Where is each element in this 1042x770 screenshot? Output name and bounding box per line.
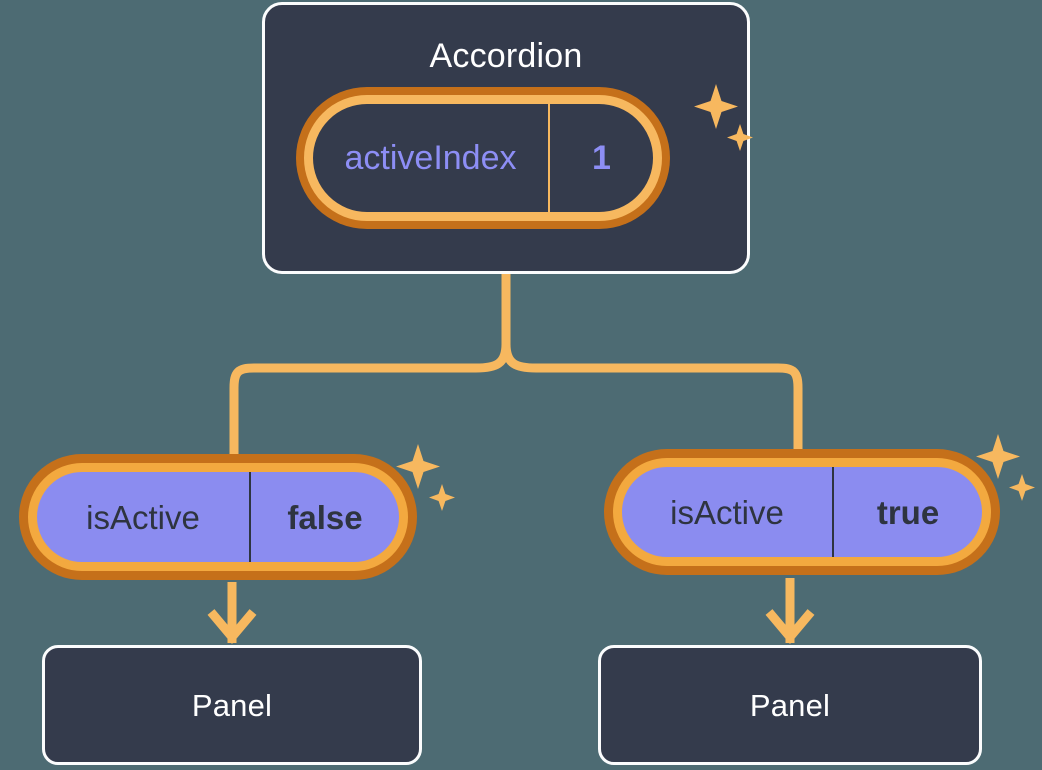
state-value-label: true [876,493,940,531]
state-key-label: isActive [86,498,200,536]
pill-divider [832,467,834,557]
state-pill-is-active-false[interactable]: isActive false [28,463,408,571]
wire-arrow-left-head [207,609,257,644]
state-pill-active-index[interactable]: activeIndex 1 [304,95,662,221]
sparkle-small [429,484,455,511]
panel-title: Panel [191,687,273,723]
pill-divider [548,104,550,212]
wire-arrow-right-head [765,609,815,644]
pill-body[interactable]: isActive false [28,463,408,571]
wire-branch-left [229,343,511,470]
pill-body[interactable]: activeIndex 1 [304,95,662,221]
panel-title: Panel [749,687,831,723]
sparkle-small [1009,474,1035,501]
state-pill-is-active-true[interactable]: isActive true [613,458,991,566]
panel-card-left[interactable]: Panel [42,645,422,765]
pill-body[interactable]: isActive true [613,458,991,566]
state-key-label: activeIndex [344,139,517,177]
pill-divider [249,472,251,562]
panel-card-right[interactable]: Panel [598,645,982,765]
state-key-label: isActive [670,493,784,531]
accordion-title: Accordion [429,37,583,75]
wire-branch-right [501,343,803,466]
state-value-label: 1 [592,139,611,177]
state-value-label: false [287,498,363,536]
